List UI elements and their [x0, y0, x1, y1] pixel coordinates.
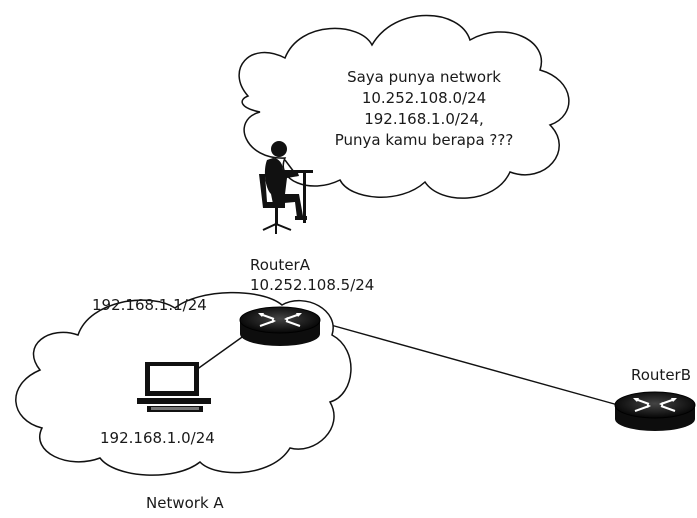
speech-cloud: [238, 14, 570, 199]
router-a-lan-address: 192.168.1.1/24: [92, 296, 207, 314]
network-a-name: Network A: [146, 494, 224, 512]
desktop-computer-icon: [137, 362, 211, 412]
speech-line: Punya kamu berapa ???: [335, 131, 514, 149]
speech-line: 192.168.1.0/24,: [364, 110, 484, 128]
person-at-computer-icon: [259, 141, 313, 234]
router-link: [319, 321, 619, 406]
router-a-name: RouterA: [250, 256, 311, 274]
network-a-subnet: 192.168.1.0/24: [100, 429, 215, 447]
router-a-address: 10.252.108.5/24: [250, 276, 374, 294]
router-b-name: RouterB: [631, 366, 691, 384]
speech-line: Saya punya network: [347, 68, 501, 86]
speech-line: 10.252.108.0/24: [362, 89, 486, 107]
router-icon: [614, 391, 696, 431]
router-icon: [239, 306, 321, 346]
